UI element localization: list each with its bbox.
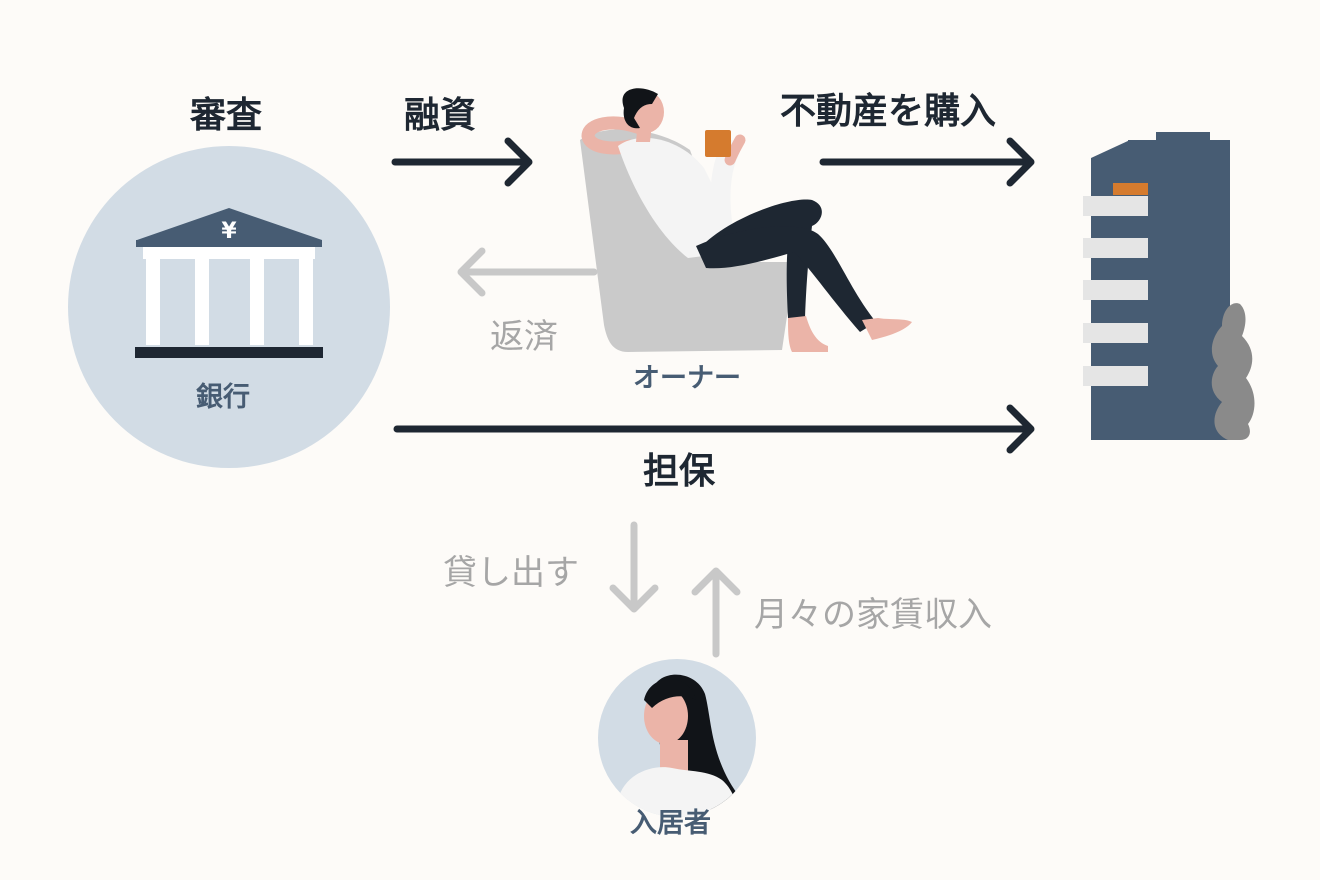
tenant-label: 入居者 <box>630 808 711 839</box>
bank-label: 銀行 <box>196 382 250 413</box>
cup-icon <box>705 130 731 157</box>
monthly-rent-label: 月々の家賃収入 <box>754 595 992 635</box>
owner-shirt <box>618 137 733 258</box>
lend-out-label: 貸し出す <box>443 553 579 593</box>
financing-arrow-icon <box>391 137 533 187</box>
owner-hair <box>622 88 658 129</box>
owner-illustration <box>580 88 912 352</box>
building-accent-window <box>1113 183 1148 195</box>
purchase-label: 不動産を購入 <box>780 91 997 132</box>
tree-icon <box>1211 303 1255 440</box>
yen-icon: ¥ <box>221 219 237 244</box>
bank-group: ¥ <box>68 146 390 468</box>
lend-arrow-icon <box>609 521 659 613</box>
collateral-arrow-icon <box>393 404 1035 454</box>
purchase-arrow-icon <box>819 137 1035 187</box>
tenant-group <box>598 659 756 817</box>
rent-arrow-icon <box>691 567 741 658</box>
financing-label: 融資 <box>404 95 477 136</box>
repayment-label: 返済 <box>490 317 558 357</box>
review-label: 審査 <box>190 95 263 136</box>
repayment-arrow-icon <box>457 247 598 297</box>
bank-circle <box>68 146 390 468</box>
owner-label: オーナー <box>633 363 741 394</box>
building-illustration <box>1083 132 1255 440</box>
bank-icon: ¥ <box>135 208 323 358</box>
collateral-label: 担保 <box>643 451 716 492</box>
